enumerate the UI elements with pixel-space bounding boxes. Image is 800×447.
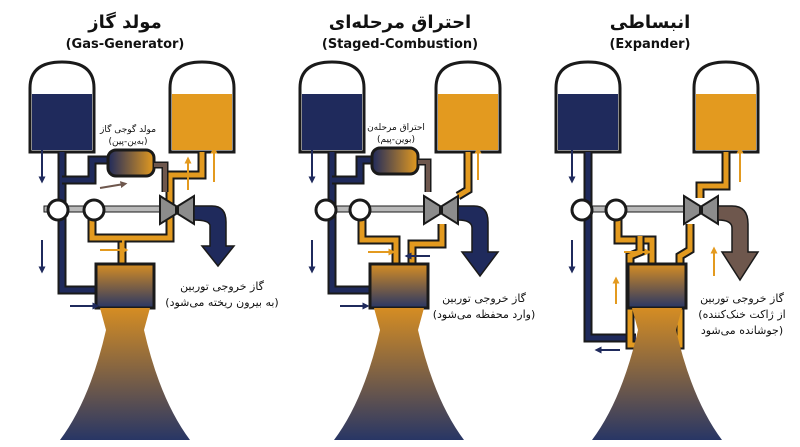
turbine-exhaust-arrow	[717, 205, 760, 282]
oxidizer-pump	[604, 198, 628, 222]
exhaust-label: گاز خروجی توربین	[442, 292, 527, 305]
panel-subtitle: (Gas-Generator)	[66, 37, 185, 52]
fuel-line-inner	[59, 152, 110, 293]
device-label: احتراق مرحله‌ن	[367, 123, 425, 133]
panel-gas-generator: مولد گاز (Gas-Generator) مولد گوجی گاز (…	[28, 11, 279, 440]
panel-staged-combustion: احتراق مرحله‌ای (Staged-Combustion) احتر…	[298, 12, 536, 440]
device-label: مولد گوجی گاز	[99, 123, 156, 135]
preburner-device	[370, 146, 420, 176]
exhaust-label: گاز خروجی توربین	[700, 292, 785, 305]
exhaust-label-sub: (وارد محفظه می‌شود)	[433, 308, 536, 321]
panel-title: انبساطی	[610, 12, 691, 33]
device-label-sub: (بوین-پیم)	[377, 135, 415, 145]
turbine	[423, 194, 459, 226]
panel-title: احتراق مرحله‌ای	[329, 12, 471, 33]
oxidizer-tank-liquid	[172, 94, 232, 150]
panel-subtitle: (Staged-Combustion)	[322, 37, 478, 52]
panel-expander: انبساطی (Expander) گاز خروجی توربین (از	[554, 12, 786, 440]
turbine	[159, 194, 195, 226]
nozzle	[334, 308, 464, 440]
fuel-pump	[570, 198, 594, 222]
exhaust-label-sub2: جوشانده می‌شود)	[701, 324, 783, 337]
exhaust-label-sub: (از ژاکت خنک‌کننده	[698, 308, 785, 321]
device-label-sub: (به‌ین-پین)	[108, 137, 147, 147]
exhaust-label-sub: (به بیرون ریخته می‌شود)	[165, 296, 278, 309]
oxidizer-pump	[348, 198, 372, 222]
exhaust-label: گاز خروجی توربین	[180, 280, 265, 293]
oxidizer-pump	[82, 198, 106, 222]
fuel-pump	[314, 198, 338, 222]
combustion-chamber	[626, 262, 688, 310]
combustion-chamber	[94, 262, 156, 310]
panel-subtitle: (Expander)	[609, 37, 690, 52]
turbine	[683, 194, 719, 226]
gas-generator-device	[106, 148, 156, 178]
nozzle	[60, 308, 190, 440]
nozzle	[592, 308, 722, 440]
fuel-tank-liquid	[32, 94, 92, 150]
turbine-exhaust-dump-arrow	[193, 205, 236, 268]
panel-title: مولد گاز	[87, 11, 161, 33]
turbine-exhaust-arrow	[457, 205, 500, 278]
combustion-chamber	[368, 262, 430, 310]
fuel-pump	[46, 198, 70, 222]
